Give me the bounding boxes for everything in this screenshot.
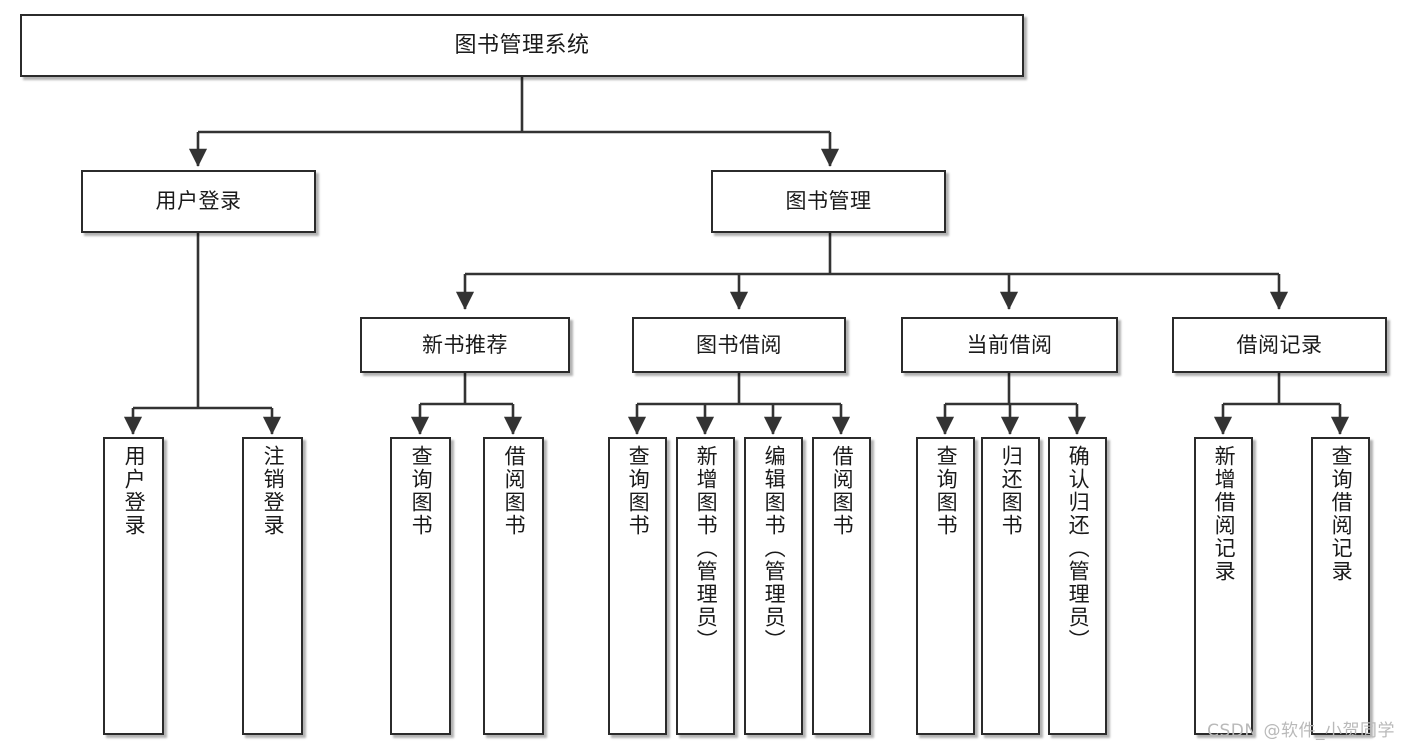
node-leaf-add-book-admin-label: 新增图书（管理员） <box>694 445 719 652</box>
node-book-management[interactable]: 图书管理 <box>711 170 946 233</box>
node-book-management-label: 图书管理 <box>785 189 872 214</box>
node-leaf-edit-book-admin[interactable]: 编辑图书（管理员） <box>744 437 803 735</box>
node-new-book-recommend[interactable]: 新书推荐 <box>360 317 570 373</box>
node-leaf-logout-login[interactable]: 注销登录 <box>242 437 303 735</box>
node-leaf-borrow-book-1[interactable]: 借阅图书 <box>483 437 544 735</box>
node-leaf-edit-book-admin-label: 编辑图书（管理员） <box>762 445 787 652</box>
node-root[interactable]: 图书管理系统 <box>20 14 1024 77</box>
node-leaf-query-borrow-record[interactable]: 查询借阅记录 <box>1311 437 1370 735</box>
node-leaf-borrow-book-1-label: 借阅图书 <box>502 445 527 537</box>
node-current-borrow[interactable]: 当前借阅 <box>901 317 1118 373</box>
node-leaf-borrow-book-2[interactable]: 借阅图书 <box>812 437 871 735</box>
node-user-login[interactable]: 用户登录 <box>81 170 316 233</box>
node-current-borrow-label: 当前借阅 <box>966 332 1053 357</box>
node-leaf-query-book-1[interactable]: 查询图书 <box>390 437 451 735</box>
csdn-watermark: CSDN @软件_小贺同学 <box>1207 721 1395 741</box>
node-borrow-record[interactable]: 借阅记录 <box>1172 317 1387 373</box>
node-leaf-confirm-return-admin[interactable]: 确认归还（管理员） <box>1048 437 1107 735</box>
node-leaf-user-login-label: 用户登录 <box>122 445 147 537</box>
node-leaf-query-book-3-label: 查询图书 <box>934 445 959 537</box>
node-leaf-query-book-2-label: 查询图书 <box>626 445 651 537</box>
node-leaf-add-borrow-record[interactable]: 新增借阅记录 <box>1194 437 1253 735</box>
node-book-borrow-label: 图书借阅 <box>696 332 782 357</box>
node-user-login-label: 用户登录 <box>155 189 242 214</box>
node-leaf-add-borrow-record-label: 新增借阅记录 <box>1212 445 1237 583</box>
node-leaf-query-book-3[interactable]: 查询图书 <box>916 437 975 735</box>
node-leaf-query-book-1-label: 查询图书 <box>409 445 434 537</box>
node-leaf-user-login[interactable]: 用户登录 <box>103 437 164 735</box>
node-book-borrow[interactable]: 图书借阅 <box>632 317 846 373</box>
node-leaf-return-book-label: 归还图书 <box>999 445 1024 537</box>
node-leaf-query-borrow-record-label: 查询借阅记录 <box>1329 445 1354 583</box>
node-borrow-record-label: 借阅记录 <box>1236 332 1323 357</box>
node-leaf-return-book[interactable]: 归还图书 <box>981 437 1040 735</box>
node-leaf-confirm-return-admin-label: 确认归还（管理员） <box>1066 445 1091 652</box>
node-leaf-logout-login-label: 注销登录 <box>261 445 286 537</box>
node-root-label: 图书管理系统 <box>454 32 590 58</box>
node-leaf-add-book-admin[interactable]: 新增图书（管理员） <box>676 437 735 735</box>
node-leaf-query-book-2[interactable]: 查询图书 <box>608 437 667 735</box>
node-new-book-recommend-label: 新书推荐 <box>422 332 508 357</box>
node-leaf-borrow-book-2-label: 借阅图书 <box>830 445 855 537</box>
